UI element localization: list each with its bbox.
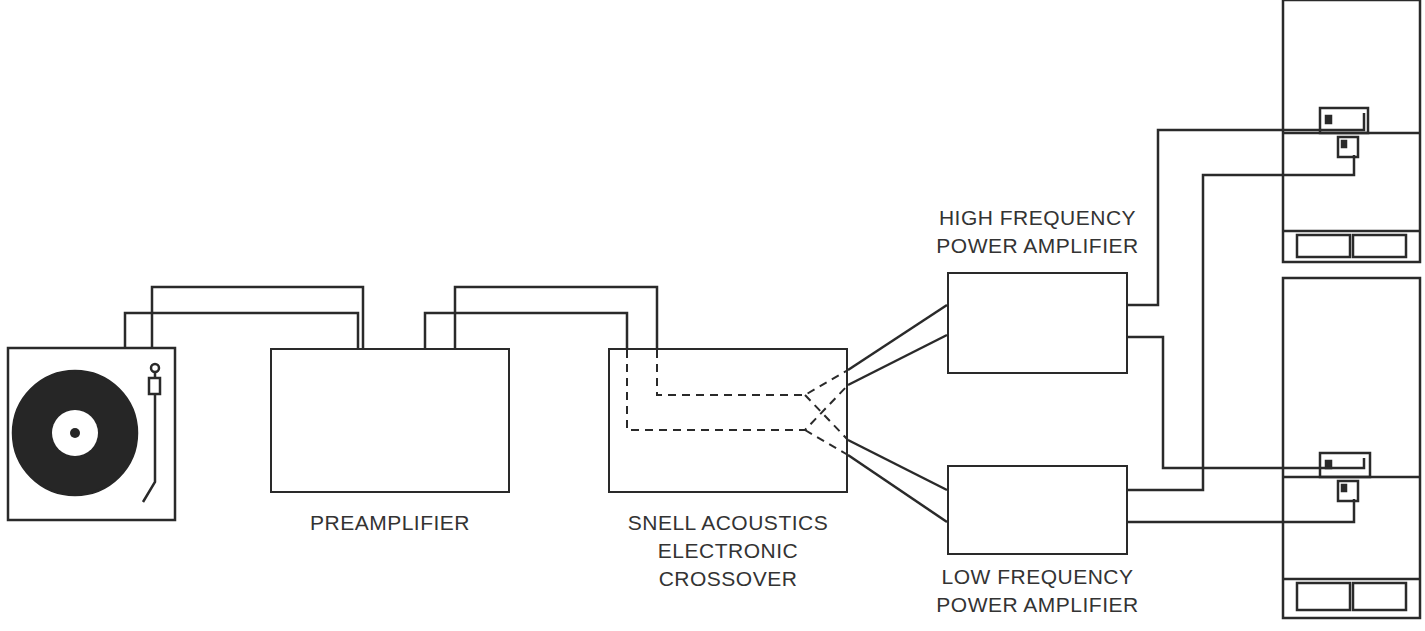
unit-label: PREAMPLIFIER <box>270 509 510 537</box>
unit-label: SNELL ACOUSTICS ELECTRONIC CROSSOVER <box>612 509 844 593</box>
unit-label: HIGH FREQUENCY POWER AMPLIFIER <box>928 204 1148 260</box>
unit-label: LOW FREQUENCY POWER AMPLIFIER <box>928 563 1148 619</box>
speaker-wire <box>1128 499 1354 522</box>
signal-wire <box>125 313 358 348</box>
speaker-wire <box>1128 113 1364 305</box>
signal-cable <box>848 335 947 385</box>
amplifier-box: HIGH FREQUENCY POWER AMPLIFIER <box>947 272 1128 374</box>
amplifier-box: SNELL ACOUSTICS ELECTRONIC CROSSOVER <box>608 348 848 493</box>
amplifier-box: LOW FREQUENCY POWER AMPLIFIER <box>947 465 1128 555</box>
signal-wire <box>152 287 363 348</box>
internal-path <box>627 350 848 455</box>
speaker-wire <box>1128 155 1354 490</box>
speaker-wire <box>1128 337 1364 468</box>
signal-cable <box>455 287 657 348</box>
speaker-cabinet <box>1283 278 1420 618</box>
turntable <box>8 348 175 520</box>
amplifier-box: PREAMPLIFIER <box>270 348 510 493</box>
signal-cable <box>848 455 947 522</box>
